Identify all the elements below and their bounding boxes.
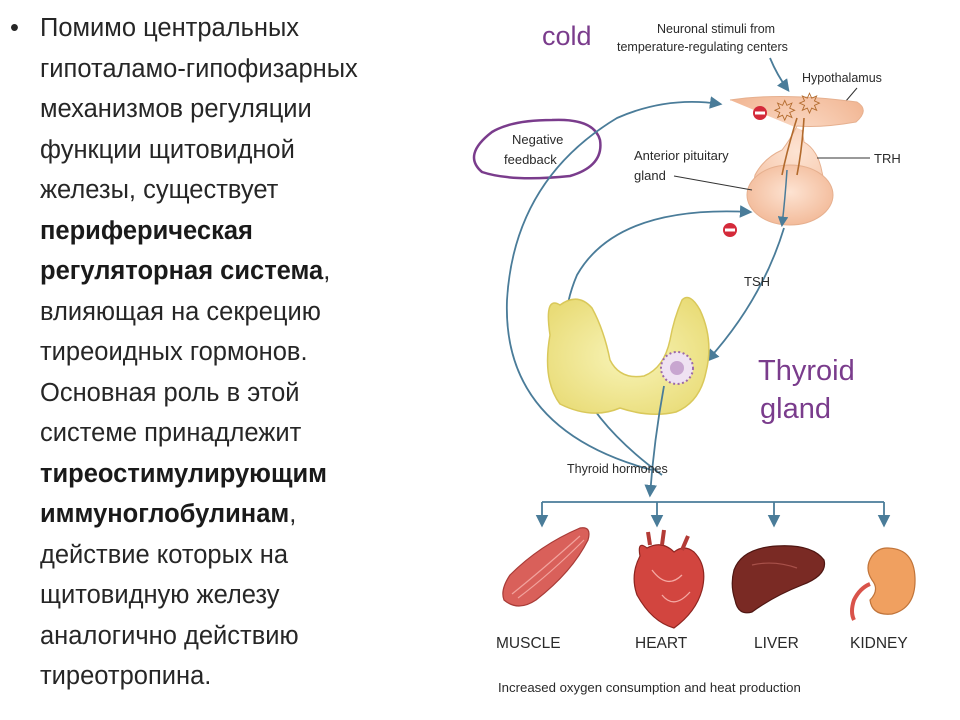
- thyroid-follicle: [660, 351, 694, 385]
- slide-paragraph: Помимо центральных гипоталамо-гипофизарн…: [40, 8, 450, 697]
- paragraph-run: , влияющая на секрецию тиреоидных гормон…: [40, 257, 331, 447]
- neuronal-stimuli-label-line1: Neuronal stimuli from: [657, 22, 775, 36]
- thyroid-gland-label-line1: Thyroid: [758, 355, 855, 387]
- thyroid-gland-label-line2: gland: [760, 393, 831, 425]
- regulation-diagram: cold Neuronal stimuli from temperature-r…: [472, 21, 916, 695]
- liver-label: LIVER: [754, 635, 799, 652]
- anterior-pituitary-lobe: [746, 164, 834, 226]
- thyroid-regulation-figure: cold Neuronal stimuli from temperature-r…: [452, 0, 960, 720]
- paragraph-run: , действие которых на щитовидную железу …: [40, 500, 299, 690]
- bold-term: периферическая регуляторная система: [40, 216, 324, 286]
- neuronal-stimuli-label-line2: temperature-regulating centers: [617, 40, 788, 54]
- neuronal-arrow: [769, 57, 790, 93]
- kidney-label: KIDNEY: [850, 635, 908, 652]
- cold-label: cold: [542, 21, 592, 51]
- tsh-arrow: [706, 227, 785, 362]
- anterior-pituitary-pointer: [673, 175, 753, 191]
- bold-term: тиреостимулирующим иммуноглобулинам: [40, 459, 328, 529]
- thyroid-hormones-label: Thyroid hormones: [567, 462, 668, 476]
- trh-label: TRH: [874, 151, 901, 166]
- feedback-loop-outer: [506, 96, 723, 471]
- kidney-illustration: [850, 547, 916, 621]
- bullet-marker: •: [10, 14, 19, 42]
- hormones-arrow: [644, 385, 665, 498]
- footer-caption: Increased oxygen consumption and heat pr…: [498, 680, 801, 695]
- hypothalamus-label: Hypothalamus: [802, 71, 882, 85]
- inhibition-minus-pituitary: [723, 223, 737, 237]
- liver-illustration: [731, 545, 826, 614]
- muscle-illustration: [502, 527, 590, 607]
- anterior-pituitary-label-line2: gland: [634, 168, 666, 183]
- negative-feedback-outline: [472, 118, 602, 180]
- trh-arrow: [777, 169, 789, 228]
- thyroid-gland-shape: [546, 296, 710, 415]
- inhibition-minus-hypothalamus: [753, 106, 767, 120]
- anterior-pituitary-label-line1: Anterior pituitary: [634, 148, 729, 163]
- negative-feedback-label-line1: Negative: [512, 132, 563, 147]
- muscle-label: MUSCLE: [496, 635, 561, 652]
- heart-illustration: [633, 529, 705, 629]
- paragraph-run: Помимо центральных гипоталамо-гипофизарн…: [40, 14, 358, 204]
- feedback-loop-inner: [564, 205, 753, 476]
- neuron-stars: [773, 92, 821, 176]
- negative-feedback-label-line2: feedback: [504, 152, 557, 167]
- heart-label: HEART: [635, 635, 688, 652]
- tsh-label: TSH: [744, 274, 770, 289]
